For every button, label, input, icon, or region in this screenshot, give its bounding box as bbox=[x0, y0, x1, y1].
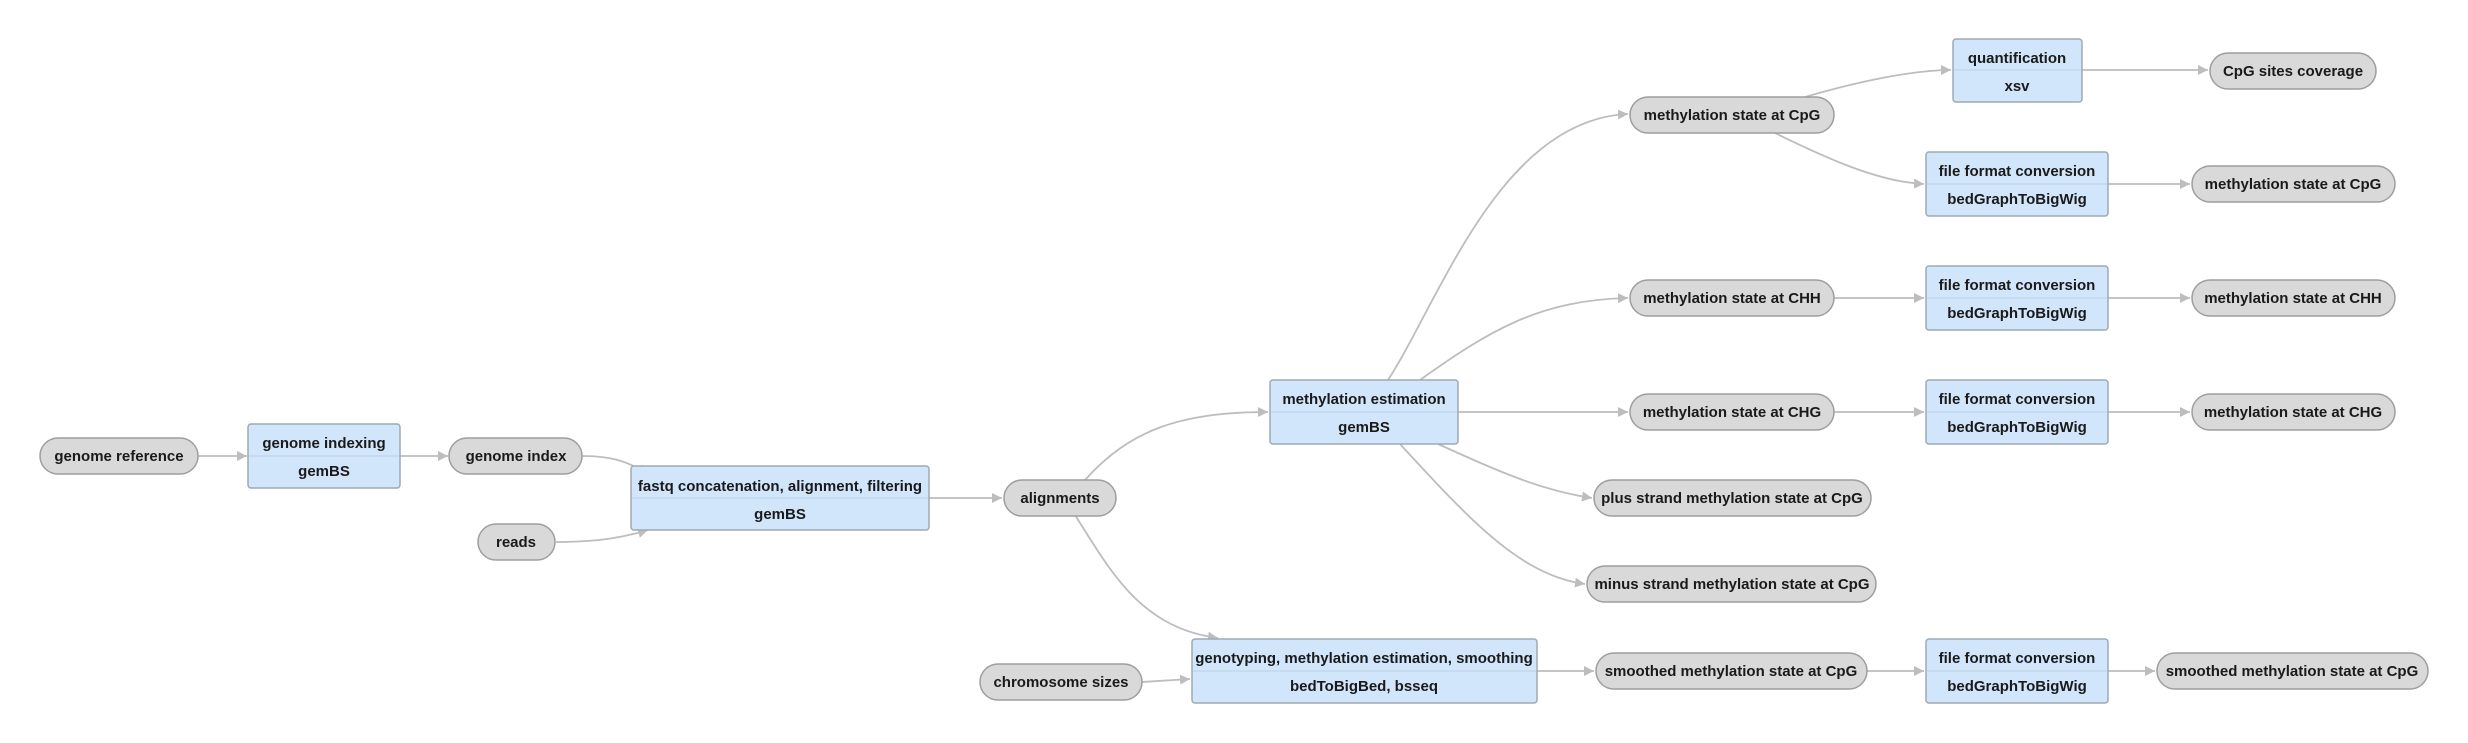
node-genome-indexing[interactable]: genome indexing gemBS bbox=[247, 423, 401, 489]
process-title: genotyping, methylation estimation, smoo… bbox=[1195, 650, 1533, 667]
node-genome-index[interactable]: genome index bbox=[448, 437, 583, 475]
node-conv-cpg[interactable]: file format conversion bedGraphToBigWig bbox=[1925, 151, 2109, 217]
edge-estimation-to-plus-strand bbox=[1437, 443, 1593, 502]
node-genotyping[interactable]: genotyping, methylation estimation, smoo… bbox=[1191, 638, 1538, 704]
node-label: smoothed methylation state at CpG bbox=[2166, 663, 2419, 680]
node-label: smoothed methylation state at CpG bbox=[1605, 663, 1858, 680]
node-minus-strand[interactable]: minus strand methylation state at CpG bbox=[1586, 565, 1877, 603]
node-label: plus strand methylation state at CpG bbox=[1601, 490, 1863, 507]
node-alignments[interactable]: alignments bbox=[1003, 479, 1117, 517]
process-tool: bedGraphToBigWig bbox=[1947, 191, 2087, 208]
process-tool: bedGraphToBigWig bbox=[1947, 305, 2087, 322]
edge-chromosome-sizes-to-genotyping bbox=[1141, 674, 1191, 685]
edge-alignments-to-methylation-estimation bbox=[1084, 407, 1269, 481]
node-out-chh[interactable]: methylation state at CHH bbox=[2191, 279, 2396, 317]
node-fastq-alignment[interactable]: fastq concatenation, alignment, filterin… bbox=[630, 465, 930, 531]
process-tool: gemBS bbox=[298, 463, 350, 480]
node-chromosome-sizes[interactable]: chromosome sizes bbox=[979, 663, 1143, 701]
node-meth-chg[interactable]: methylation state at CHG bbox=[1629, 393, 1835, 431]
edge-alignments-to-genotyping bbox=[1074, 514, 1219, 642]
process-tool: bedGraphToBigWig bbox=[1947, 678, 2087, 695]
process-title: genome indexing bbox=[262, 435, 385, 452]
node-quantification[interactable]: quantification xsv bbox=[1952, 38, 2083, 103]
edge-reads-to-fastq bbox=[555, 528, 649, 543]
edge-estimation-to-meth-chh bbox=[1419, 293, 1629, 381]
node-label: methylation state at CHH bbox=[1643, 290, 1821, 307]
node-conv-chg[interactable]: file format conversion bedGraphToBigWig bbox=[1925, 379, 2109, 445]
node-methylation-estimation[interactable]: methylation estimation gemBS bbox=[1269, 379, 1459, 445]
node-reads[interactable]: reads bbox=[477, 523, 556, 561]
node-label: genome index bbox=[466, 448, 568, 465]
process-title: fastq concatenation, alignment, filterin… bbox=[638, 478, 922, 495]
node-cpg-coverage[interactable]: CpG sites coverage bbox=[2209, 52, 2377, 90]
node-out-cpg[interactable]: methylation state at CpG bbox=[2191, 165, 2396, 203]
node-plus-strand[interactable]: plus strand methylation state at CpG bbox=[1593, 479, 1872, 517]
edges bbox=[198, 65, 2208, 685]
node-genome-reference[interactable]: genome reference bbox=[39, 437, 199, 475]
node-label: methylation state at CHH bbox=[2204, 290, 2382, 307]
edge-meth-cpg-to-quantification bbox=[1804, 65, 1952, 98]
process-tool: bedGraphToBigWig bbox=[1947, 419, 2087, 436]
node-out-smoothed[interactable]: smoothed methylation state at CpG bbox=[2156, 652, 2429, 690]
node-label: methylation state at CpG bbox=[2205, 176, 2382, 193]
node-out-chg[interactable]: methylation state at CHG bbox=[2191, 393, 2396, 431]
process-title: file format conversion bbox=[1939, 163, 2096, 180]
edge-estimation-to-minus-strand bbox=[1399, 443, 1586, 588]
node-smoothed-cpg[interactable]: smoothed methylation state at CpG bbox=[1595, 652, 1868, 690]
process-tool: xsv bbox=[2004, 78, 2030, 95]
process-title: methylation estimation bbox=[1282, 391, 1445, 408]
node-conv-smoothed[interactable]: file format conversion bedGraphToBigWig bbox=[1925, 638, 2109, 704]
node-label: chromosome sizes bbox=[993, 674, 1128, 691]
process-title: file format conversion bbox=[1939, 391, 2096, 408]
process-tool: gemBS bbox=[1338, 419, 1390, 436]
process-title: file format conversion bbox=[1939, 650, 2096, 667]
node-label: methylation state at CpG bbox=[1644, 107, 1821, 124]
node-meth-cpg[interactable]: methylation state at CpG bbox=[1629, 96, 1835, 134]
process-title: quantification bbox=[1968, 50, 2066, 67]
node-meth-chh[interactable]: methylation state at CHH bbox=[1629, 279, 1835, 317]
node-label: alignments bbox=[1020, 490, 1099, 507]
node-label: genome reference bbox=[54, 448, 183, 465]
edge-meth-cpg-to-conv-cpg bbox=[1774, 132, 1925, 189]
process-tool: gemBS bbox=[754, 506, 806, 523]
node-label: methylation state at CHG bbox=[2204, 404, 2382, 421]
node-label: reads bbox=[496, 534, 536, 551]
node-label: minus strand methylation state at CpG bbox=[1594, 576, 1869, 593]
process-tool: bedToBigBed, bsseq bbox=[1290, 678, 1438, 695]
node-label: methylation state at CHG bbox=[1643, 404, 1821, 421]
node-label: CpG sites coverage bbox=[2223, 63, 2363, 80]
process-title: file format conversion bbox=[1939, 277, 2096, 294]
edge-estimation-to-meth-cpg bbox=[1387, 109, 1629, 381]
node-conv-chh[interactable]: file format conversion bedGraphToBigWig bbox=[1925, 265, 2109, 331]
